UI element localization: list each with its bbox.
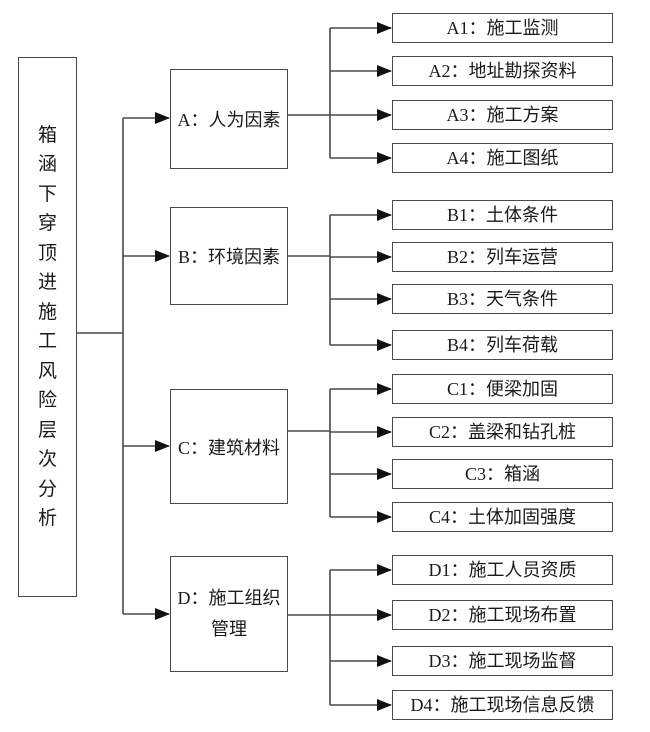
connector-arrows [123,22,392,711]
group-node-d-label-line1: D：施工组织 [177,588,281,608]
child-node-d4: D4：施工现场信息反馈 [392,690,613,720]
child-node-a2: A2：地址勘探资料 [392,56,613,86]
child-node-c2: C2：盖梁和钻孔桩 [392,417,613,447]
connector-spines [75,28,331,705]
child-node-c1: C1：便梁加固 [392,374,613,404]
child-node-c4: C4：土体加固强度 [392,502,613,532]
child-node-b4: B4：列车荷载 [392,330,613,360]
child-node-b2: B2：列车运营 [392,242,613,272]
group-node-d: D：施工组织 管理 [170,556,288,672]
group-node-c: C：建筑材料 [170,389,288,504]
child-node-a4: A4：施工图纸 [392,143,613,173]
group-node-d-label: D：施工组织 管理 [178,583,281,645]
root-node: 箱涵下穿顶进施工风险层次分析 [18,57,77,597]
child-node-a1: A1：施工监测 [392,13,613,43]
child-node-c3: C3：箱涵 [392,459,613,489]
child-node-d3: D3：施工现场监督 [392,646,613,676]
root-node-label: 箱涵下穿顶进施工风险层次分析 [37,124,57,530]
child-node-a3: A3：施工方案 [392,100,613,130]
child-node-d1: D1：施工人员资质 [392,555,613,585]
child-node-b3: B3：天气条件 [392,284,613,314]
group-node-d-label-line2: 管理 [211,619,247,639]
child-node-b1: B1：土体条件 [392,200,613,230]
group-node-b: B：环境因素 [170,207,288,305]
group-node-a: A：人为因素 [170,69,288,169]
child-node-d2: D2：施工现场布置 [392,600,613,630]
